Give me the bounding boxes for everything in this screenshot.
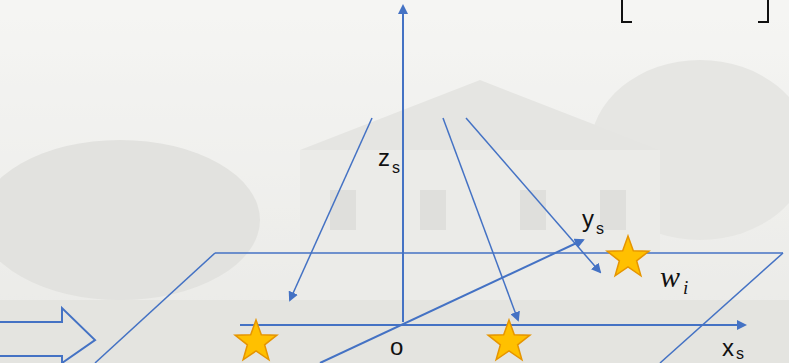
hollow-arrow: [0, 308, 95, 363]
axis-letter: z: [378, 146, 390, 170]
star: [488, 320, 530, 360]
projection-rays: [290, 118, 600, 320]
matrix-bracket: [622, 0, 768, 22]
axis-letter: y: [582, 207, 594, 231]
point-subscript: i: [683, 278, 688, 297]
axis-subscript: s: [736, 346, 744, 362]
axis-subscript: s: [596, 221, 604, 237]
axes: [240, 6, 745, 363]
axis-subscript: s: [392, 160, 400, 176]
origin-label: o: [390, 335, 403, 359]
star-points: [235, 236, 649, 360]
star: [235, 320, 277, 360]
point-label: w: [660, 262, 680, 292]
axis-letter: x: [722, 336, 734, 360]
star: [607, 236, 649, 276]
